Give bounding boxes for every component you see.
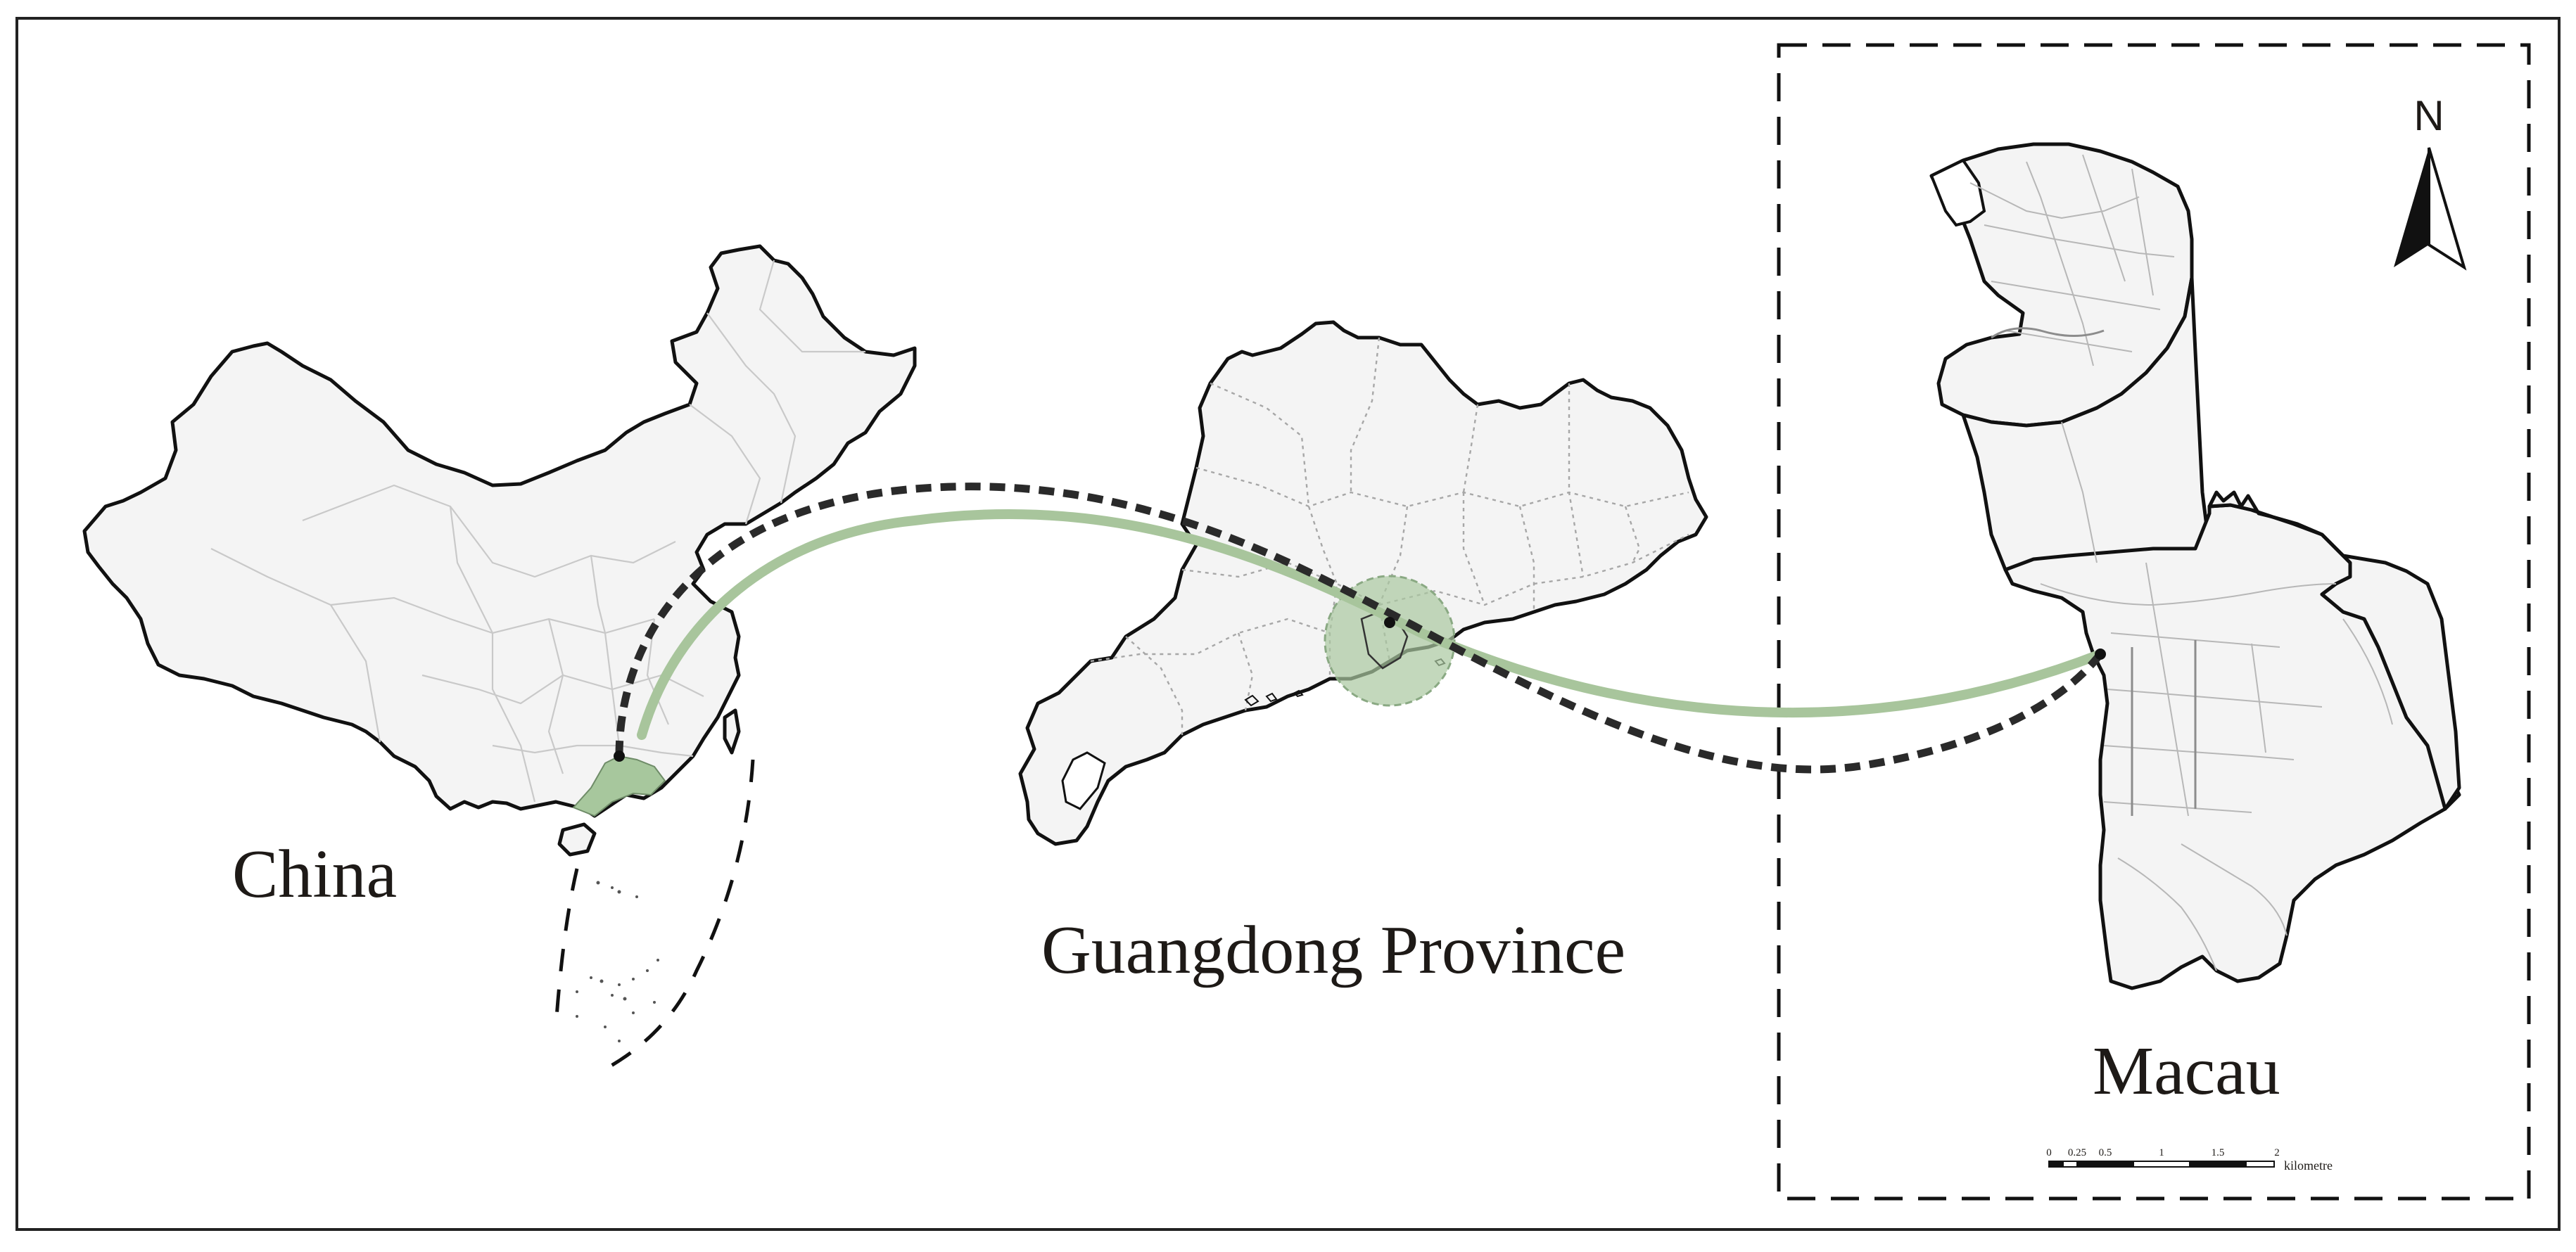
macau-route-endpoint (2095, 649, 2106, 660)
macau-airport-outline (2207, 490, 2461, 811)
green-route-line (637, 509, 2105, 740)
dashed-route-line (615, 483, 2104, 774)
label-macau: Macau (2093, 1033, 2280, 1109)
scale-tick-5: 2 (2274, 1147, 2280, 1158)
macau-inner-harbour-cut (1929, 158, 1986, 227)
south-china-sea-boundary (554, 759, 755, 1071)
macau-inset-frame (1777, 43, 2531, 1201)
china-route-endpoint (614, 750, 625, 762)
scale-tick-2: 0.5 (2099, 1147, 2112, 1158)
macau-causeway (1961, 276, 2212, 572)
hainan-island (557, 822, 597, 857)
figure-frame (15, 17, 2561, 1231)
macau-map (1929, 142, 2461, 990)
north-arrow-letter: N (2413, 92, 2444, 139)
south-china-sea-islands (576, 881, 659, 1042)
scale-tick-0: 0 (2046, 1147, 2052, 1158)
taiwan-island (723, 708, 741, 755)
scale-bar: 0 0.25 0.5 1 1.5 2 kilometre (2046, 1147, 2333, 1173)
guangdong-map (1018, 320, 1708, 846)
scale-unit: kilometre (2284, 1158, 2333, 1173)
macau-location-highlight (1324, 575, 1456, 707)
guangdong-route-midpoint (1384, 617, 1395, 628)
scale-tick-3: 1 (2159, 1147, 2164, 1158)
label-china: China (232, 836, 397, 912)
label-guangdong: Guangdong Province (1041, 912, 1625, 988)
scale-tick-4: 1.5 (2212, 1147, 2225, 1158)
china-outline (82, 244, 917, 818)
scale-tick-1: 0.25 (2068, 1147, 2086, 1158)
china-map (82, 244, 917, 1071)
china-guangdong-highlight (572, 755, 666, 817)
north-arrow-icon: N (2394, 92, 2467, 271)
